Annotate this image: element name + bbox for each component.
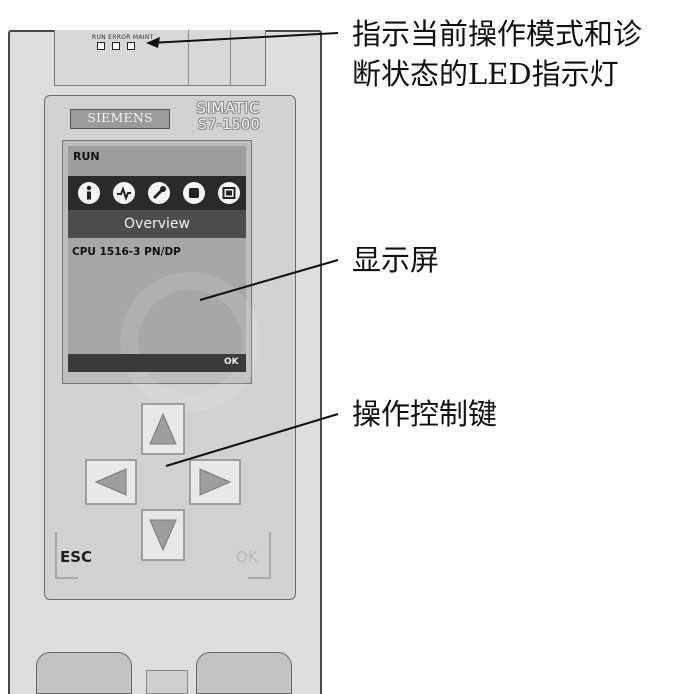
product-line-label: SIMATIC xyxy=(196,99,260,117)
esc-key-label[interactable]: ESC xyxy=(60,548,93,566)
esc-key[interactable] xyxy=(55,532,78,579)
led-callout-line1: 指示当前操作模式和诊 xyxy=(352,17,643,51)
display-callout: 显示屏 xyxy=(352,243,440,277)
keys-callout: 操作控制键 xyxy=(352,397,498,431)
down-arrow-key[interactable] xyxy=(141,509,185,561)
display-status-bar xyxy=(68,146,246,176)
led-leader-arrow xyxy=(146,37,160,48)
ok-key-label[interactable]: OK xyxy=(236,548,258,566)
brand-plate xyxy=(70,109,170,129)
led-strip-label: RUN ERROR MAINT xyxy=(92,34,154,41)
ok-key[interactable] xyxy=(248,532,271,579)
settings-wrench-icon[interactable] xyxy=(148,182,170,204)
right-arrow-key[interactable] xyxy=(189,459,241,505)
top-cover-section xyxy=(188,30,264,86)
display-cpu-name: CPU 1516-3 PN/DP xyxy=(72,246,181,258)
model-label: S7-1500 xyxy=(198,117,260,133)
led-callout-line2: 断状态的LED指示灯 xyxy=(352,57,619,91)
display-leader-line xyxy=(199,259,339,301)
display-softkey-bar xyxy=(68,354,246,372)
led-leader-line xyxy=(149,32,339,44)
info-icon[interactable] xyxy=(78,182,100,204)
diagnostics-icon[interactable] xyxy=(113,182,135,204)
error-led-indicator xyxy=(112,42,120,50)
keys-leader-line xyxy=(165,413,339,467)
up-arrow-key[interactable] xyxy=(141,403,185,455)
run-led-indicator xyxy=(97,42,105,50)
maint-led-indicator xyxy=(127,42,135,50)
top-cover-section-2 xyxy=(230,30,266,86)
bottom-connector-left xyxy=(36,652,132,694)
display-title-bar xyxy=(68,210,246,238)
brand-logo: SIEMENS xyxy=(87,110,153,125)
left-arrow-key[interactable] xyxy=(85,459,137,505)
display-ok-softkey[interactable]: OK xyxy=(224,357,239,367)
display-status-text: RUN xyxy=(73,150,100,163)
bottom-connector-tab xyxy=(146,670,188,694)
module-icon[interactable] xyxy=(183,182,205,204)
bottom-connector-right xyxy=(196,652,292,694)
display-title: Overview xyxy=(124,216,190,232)
display-icon[interactable] xyxy=(218,182,240,204)
